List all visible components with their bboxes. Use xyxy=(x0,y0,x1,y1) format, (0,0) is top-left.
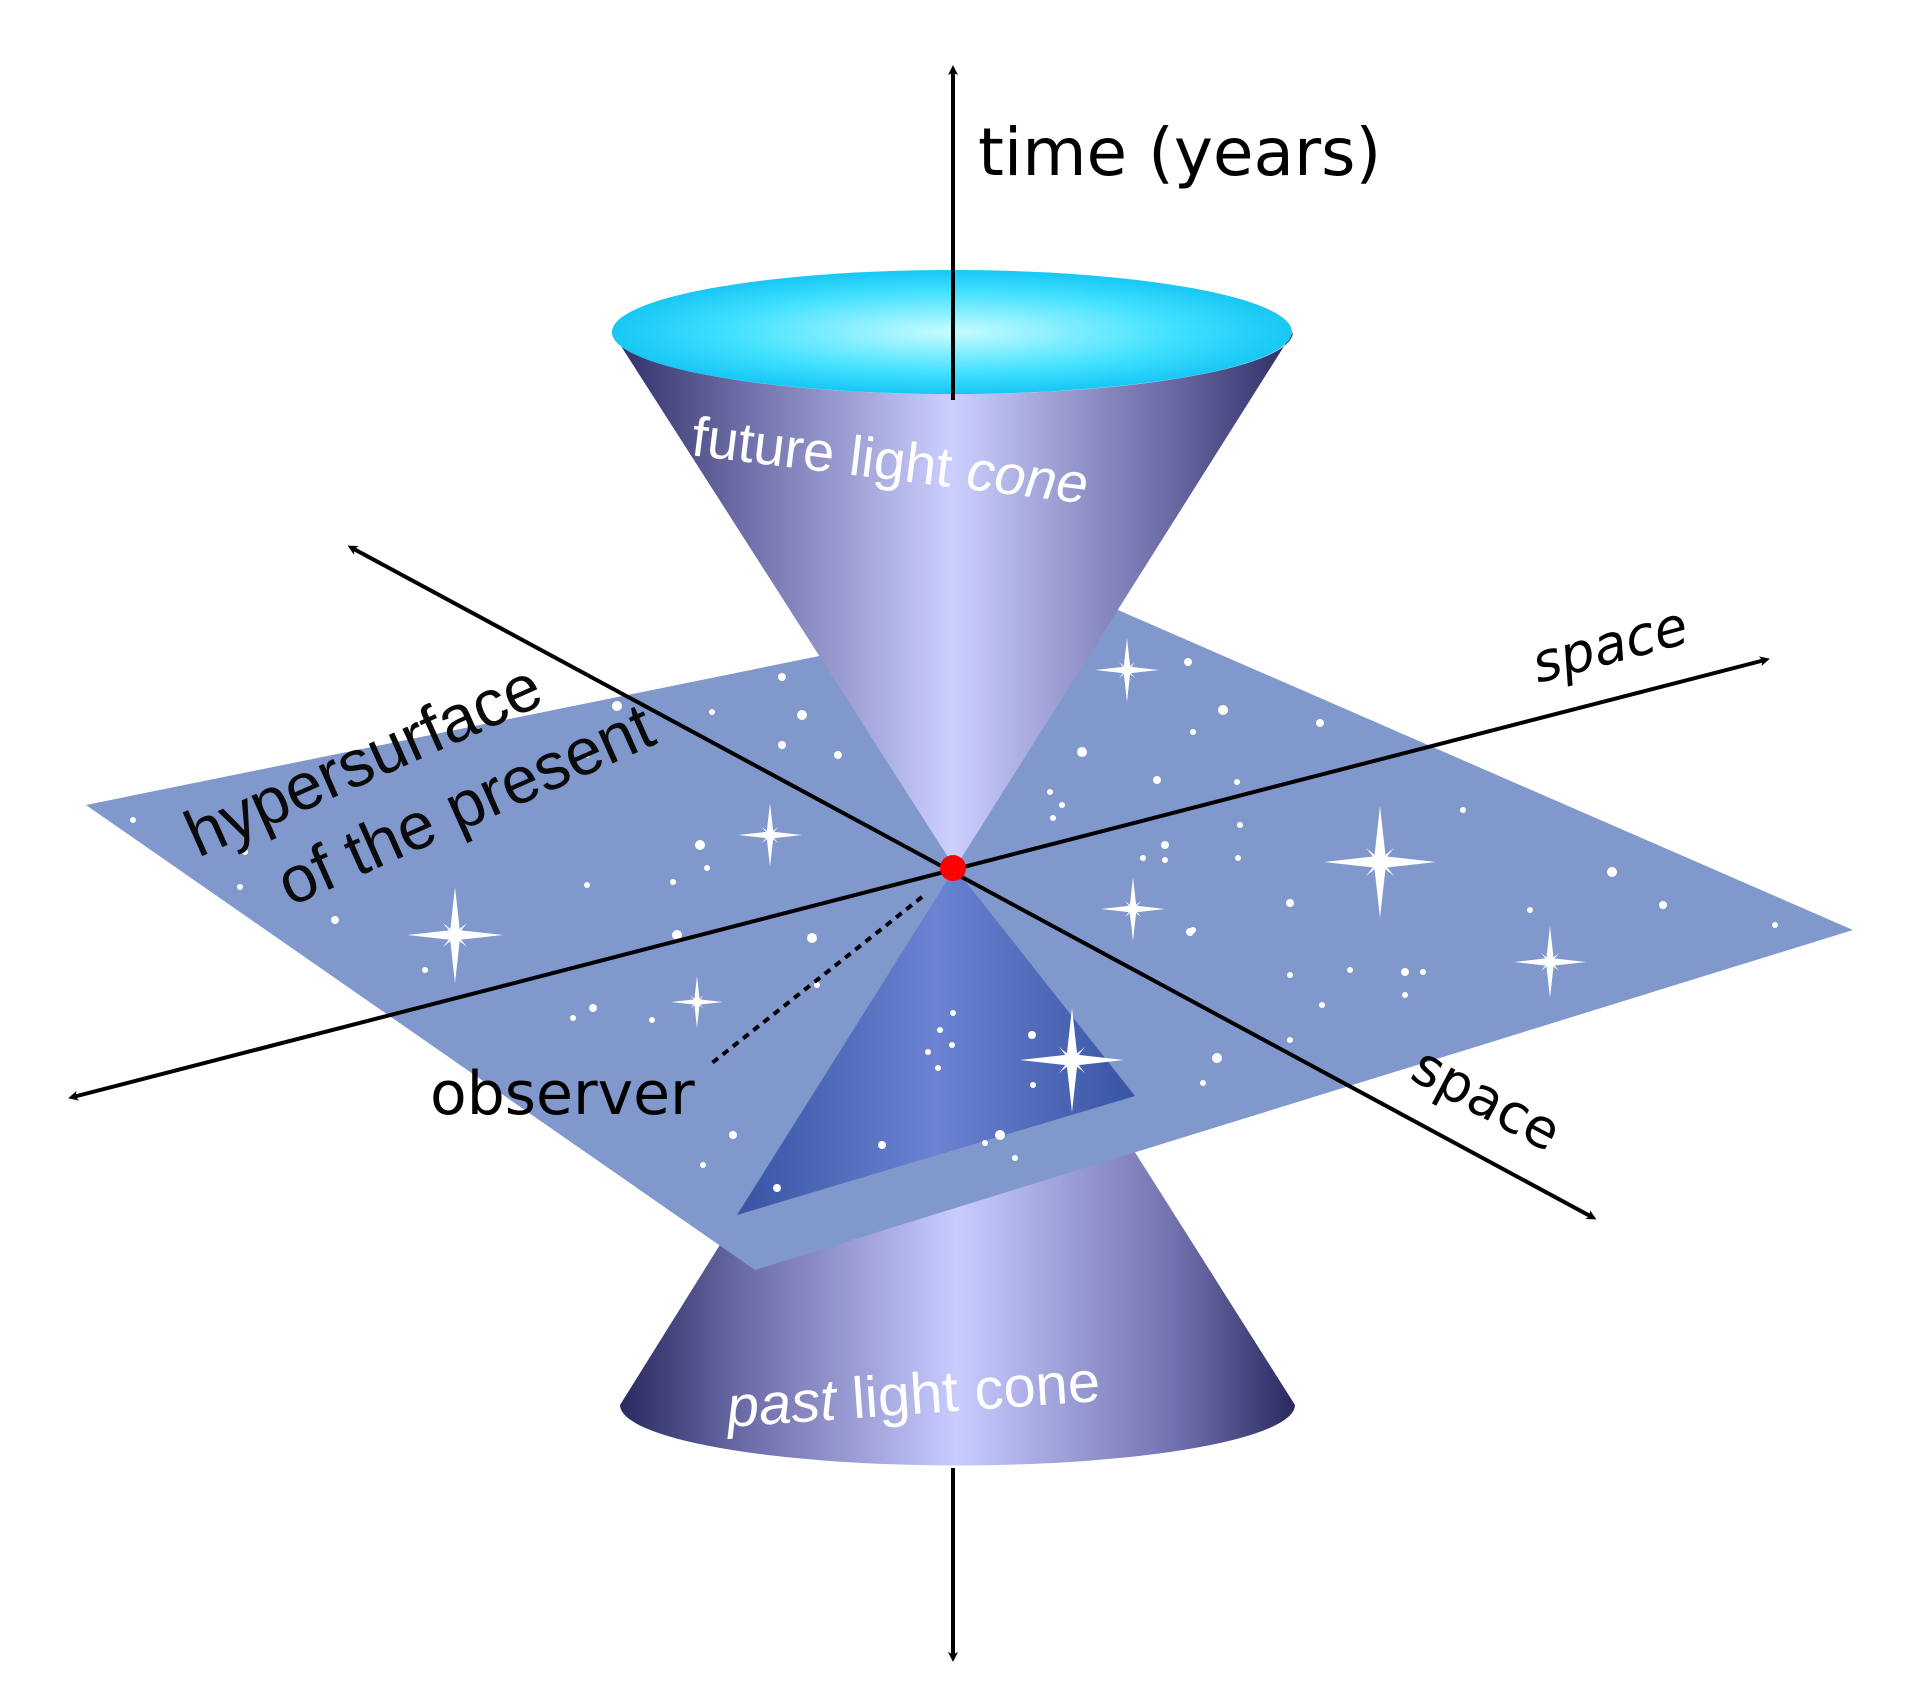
time-axis-label: time (years) xyxy=(978,114,1381,191)
space-label-lower: space xyxy=(1402,1034,1571,1164)
space-axis-horizontal xyxy=(68,656,1770,1101)
observer-dot xyxy=(940,855,966,881)
observer-leader-line xyxy=(710,895,924,1065)
space-label-right: space xyxy=(1525,594,1694,696)
future-cone-label-italic: cone xyxy=(964,438,1092,515)
observer-label: observer xyxy=(430,1059,695,1129)
past-cone-label-italic: past xyxy=(722,1367,841,1440)
